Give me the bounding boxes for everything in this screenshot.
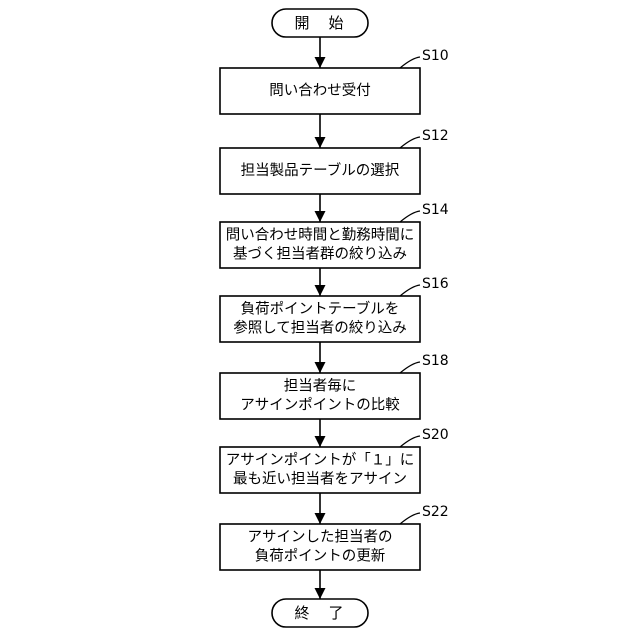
process-text: 担当者毎に	[284, 378, 357, 395]
end-label: 終 了	[294, 604, 345, 622]
start-label: 開 始	[294, 14, 345, 32]
process-step-s12: 担当製品テーブルの選択 S12	[220, 128, 449, 194]
process-step-s22: アサインした担当者の負荷ポイントの更新 S22	[220, 504, 449, 570]
step-label-leader	[400, 137, 420, 148]
step-id-label: S20	[422, 427, 449, 443]
process-step-s20: アサインポイントが「１」に最も近い担当者をアサイン S20	[220, 427, 449, 493]
step-label-leader	[400, 57, 420, 68]
step-id-label: S10	[422, 48, 449, 64]
process-step-s14: 問い合わせ時間と勤務時間に基づく担当者群の絞り込み S14	[220, 202, 449, 268]
process-text: 基づく担当者群の絞り込み	[233, 245, 407, 263]
process-text: アサインした担当者の	[248, 529, 393, 546]
process-text: 問い合わせ時間と勤務時間に	[226, 227, 415, 244]
step-label-leader	[400, 285, 420, 296]
start-terminal: 開 始	[272, 9, 368, 37]
step-id-label: S16	[422, 276, 449, 292]
process-steps: 問い合わせ受付 S10 担当製品テーブルの選択 S12 問い合わせ時間と勤務時間に基づく…	[220, 48, 449, 570]
process-text: 負荷ポイントの更新	[255, 548, 386, 565]
step-id-label: S14	[422, 202, 449, 218]
process-text: 担当製品テーブルの選択	[241, 161, 400, 179]
process-text: アサインポイントが「１」に	[226, 452, 415, 469]
process-step-s10: 問い合わせ受付 S10	[220, 48, 449, 114]
process-text: アサインポイントの比較	[240, 396, 400, 414]
step-id-label: S22	[422, 504, 449, 520]
step-label-leader	[400, 211, 420, 222]
process-step-s18: 担当者毎にアサインポイントの比較 S18	[220, 353, 449, 419]
process-text: 参照して担当者の絞り込み	[233, 319, 407, 337]
end-terminal: 終 了	[272, 599, 368, 627]
step-label-leader	[400, 436, 420, 447]
process-text: 問い合わせ受付	[269, 82, 371, 99]
step-id-label: S18	[422, 353, 449, 369]
process-text: 最も近い担当者をアサイン	[233, 471, 407, 488]
step-label-leader	[400, 513, 420, 524]
process-step-s16: 負荷ポイントテーブルを参照して担当者の絞り込み S16	[220, 276, 449, 342]
step-label-leader	[400, 362, 420, 373]
step-id-label: S12	[422, 128, 449, 144]
process-text: 負荷ポイントテーブルを	[241, 300, 400, 318]
